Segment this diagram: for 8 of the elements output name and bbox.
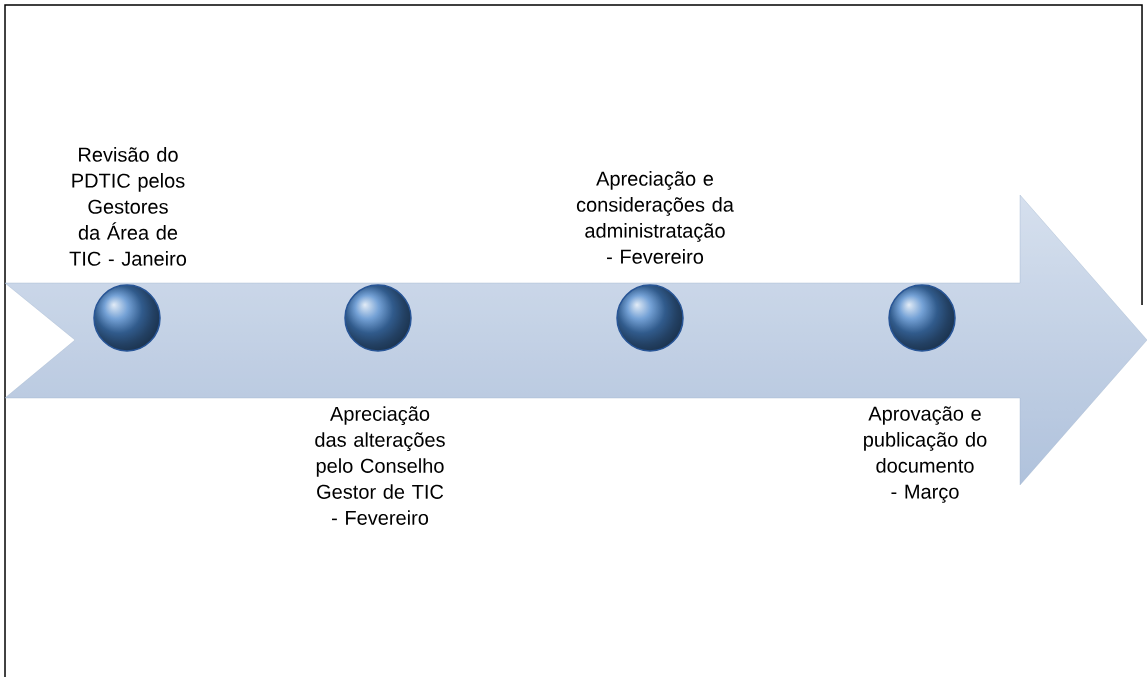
- timeline-dot: [888, 284, 956, 352]
- timeline-dot: [344, 284, 412, 352]
- milestone-label: Revisão do PDTIC pelos Gestores da Área de TIC - Janeiro: [69, 147, 187, 266]
- milestone-label: Apreciação das alterações pelo Conselho Gestor de TIC - Fevereiro: [315, 406, 445, 525]
- timeline-dot: [616, 284, 684, 352]
- milestone-label: Aprovação e publicação do documento - Março: [864, 406, 987, 503]
- milestone-label: Apreciação e considerações da administratação - Fevereiro: [576, 171, 734, 264]
- timeline-dot: [93, 284, 161, 352]
